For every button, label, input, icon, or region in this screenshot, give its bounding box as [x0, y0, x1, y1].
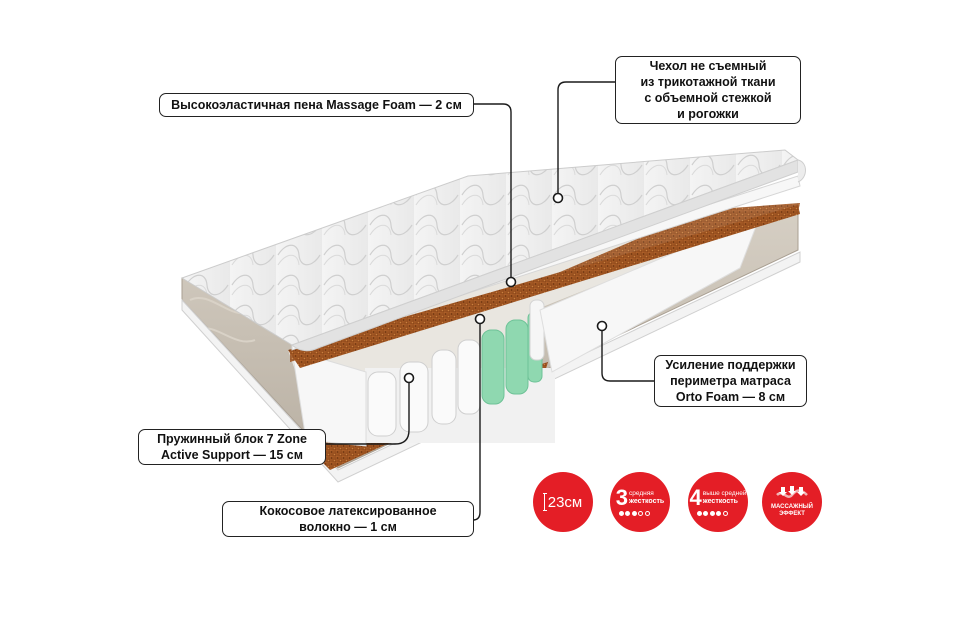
- massage-line2: ЭФФЕКТ: [779, 511, 805, 517]
- callout-text: периметра матраса: [670, 374, 791, 388]
- hardness-dot: [638, 511, 644, 516]
- massage-arrows-icon: [776, 486, 808, 498]
- hardness-dots: [618, 511, 652, 516]
- height-badge: 23см: [533, 472, 593, 532]
- massage-line1: МАССАЖНЫЙ: [771, 504, 813, 510]
- callout-coconut: Кокосовое латексированное волокно — 1 см: [222, 501, 474, 537]
- callout-spring-block: Пружинный блок 7 Zone Active Support — 1…: [138, 429, 326, 465]
- hardness-dot: [696, 511, 702, 516]
- callout-text: Active Support — 15 см: [161, 448, 303, 462]
- hardness-dot: [703, 511, 709, 516]
- spring-coils: [367, 339, 481, 437]
- hardness-number: 4: [689, 485, 702, 510]
- hardness-line1: средняя: [629, 490, 654, 497]
- above-medium-hardness-badge: 4 выше средней жесткость: [688, 472, 748, 532]
- callout-text: Чехол не съемный: [649, 59, 767, 73]
- callout-text: из трикотажной ткани: [640, 75, 776, 89]
- hardness-dot: [716, 511, 722, 516]
- callout-perimeter: Усиление поддержки периметра матраса Ort…: [654, 355, 807, 407]
- hardness-dot: [618, 511, 624, 516]
- hardness-dot: [709, 511, 715, 516]
- hardness-line2: жесткость: [629, 498, 665, 505]
- callout-massage-foam: Высокоэластичная пена Massage Foam — 2 с…: [159, 93, 474, 117]
- hardness-line2: жесткость: [702, 498, 738, 505]
- hardness-line1: выше средней: [702, 490, 747, 497]
- massage-effect-badge: МАССАЖНЫЙ ЭФФЕКТ: [762, 472, 822, 532]
- callout-text: с объемной стежкой: [644, 91, 772, 105]
- callout-text: Усиление поддержки: [665, 358, 796, 372]
- callout-text: Кокосовое латексированное: [259, 504, 437, 518]
- hardness-dot: [644, 511, 650, 516]
- callout-text: и рогожки: [677, 107, 739, 121]
- hardness-dot: [631, 511, 637, 516]
- height-label: 23см: [547, 493, 583, 511]
- hardness-dot: [722, 511, 728, 516]
- callout-text: волокно — 1 см: [299, 520, 397, 534]
- hardness-dots: [696, 511, 730, 516]
- medium-hardness-badge: 3 средняя жесткость: [610, 472, 670, 532]
- hardness-number: 3: [615, 485, 629, 510]
- ruler-icon: [542, 493, 547, 511]
- callout-cover: Чехол не съемный из трикотажной ткани с …: [615, 56, 801, 124]
- callout-text: Пружинный блок 7 Zone: [157, 432, 307, 446]
- callout-text: Orto Foam — 8 см: [675, 390, 786, 404]
- hardness-dot: [625, 511, 631, 516]
- callout-text: Высокоэластичная пена Massage Foam — 2 с…: [171, 98, 462, 112]
